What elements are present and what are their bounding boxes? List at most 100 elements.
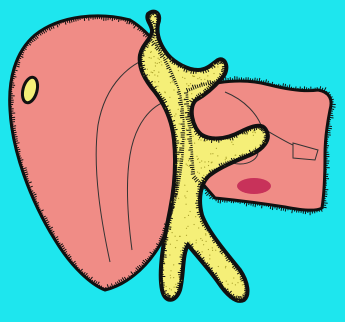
fur-hair [217, 79, 218, 83]
fur-hair [162, 255, 166, 256]
speckle-dot [189, 241, 190, 242]
fur-hair [180, 96, 182, 97]
speckle-dot [199, 162, 200, 163]
speckle-dot [157, 75, 158, 76]
fur-hair [176, 85, 178, 86]
speckle-dot [188, 160, 189, 161]
fur-hair [177, 87, 179, 88]
fur-hair [240, 296, 241, 301]
speckle-dot [159, 62, 160, 63]
speckle-dot [208, 165, 209, 166]
fur-hair [152, 32, 157, 33]
fur-hair [14, 68, 16, 69]
speckle-dot [185, 197, 186, 198]
fur-hair [125, 19, 126, 22]
fur-hair [179, 104, 183, 105]
fur-hair [327, 130, 331, 131]
fur-hair [170, 211, 173, 212]
speckle-dot [207, 75, 208, 76]
speckle-dot [189, 166, 190, 167]
speckle-dot [170, 270, 171, 271]
speckle-dot [178, 109, 179, 110]
speckle-dot [169, 97, 170, 98]
speckle-dot [226, 158, 227, 159]
speckle-dot [188, 215, 189, 216]
fur-hair [171, 203, 174, 204]
speckle-dot [201, 79, 202, 80]
fur-hair [266, 133, 268, 134]
fur-hair [212, 138, 213, 143]
fur-hair [178, 272, 183, 273]
speckle-dot [147, 69, 148, 70]
speckle-dot [243, 133, 244, 134]
fur-hair [112, 17, 113, 21]
speckle-dot [186, 228, 187, 229]
fur-hair [280, 85, 281, 88]
speckle-dot [204, 161, 205, 162]
fur-hair [21, 166, 23, 167]
fur-hair [272, 205, 273, 210]
speckle-dot [149, 75, 150, 76]
speckle-dot [173, 277, 174, 278]
speckle-dot [202, 251, 203, 252]
speckle-dot [186, 235, 187, 236]
fur-hair [166, 231, 169, 232]
speckle-dot [202, 240, 203, 241]
fur-hair [220, 199, 221, 204]
speckle-dot [201, 160, 202, 161]
fur-hair [287, 86, 288, 89]
speckle-dot [169, 288, 170, 289]
speckle-dot [226, 157, 227, 158]
speckle-dot [186, 164, 187, 165]
speckle-dot [170, 277, 171, 278]
speckle-dot [206, 241, 207, 242]
speckle-dot [180, 250, 181, 251]
speckle-dot [175, 247, 176, 248]
speckle-dot [205, 234, 206, 235]
speckle-dot [171, 289, 172, 290]
fur-hair [196, 207, 201, 208]
speckle-dot [185, 139, 186, 140]
fur-hair [327, 128, 332, 129]
speckle-dot [157, 86, 158, 87]
speckle-dot [227, 284, 228, 285]
fur-hair [121, 18, 122, 21]
speckle-dot [237, 282, 238, 283]
speckle-dot [175, 113, 176, 114]
fur-hair [11, 83, 14, 84]
speckle-dot [198, 139, 199, 140]
fur-hair [173, 194, 178, 195]
fur-hair [221, 78, 222, 82]
fur-hair [173, 134, 176, 135]
fur-hair [18, 154, 21, 155]
speckle-dot [178, 198, 179, 199]
speckle-dot [235, 155, 236, 156]
fur-hair [174, 136, 178, 137]
speckle-dot [247, 131, 248, 132]
fur-hair [164, 239, 168, 240]
speckle-dot [188, 85, 189, 86]
fur-hair [252, 127, 253, 130]
fur-hair [264, 137, 268, 138]
fur-hair [326, 135, 331, 136]
speckle-dot [204, 79, 205, 80]
speckle-dot [178, 70, 179, 71]
fur-hair [260, 126, 261, 130]
fur-hair [206, 83, 207, 86]
speckle-dot [226, 281, 227, 282]
speckle-dot [174, 287, 175, 288]
fur-hair [257, 79, 258, 83]
speckle-dot [173, 264, 174, 265]
speckle-dot [205, 233, 206, 234]
fur-hair [171, 123, 173, 124]
speckle-dot [186, 83, 187, 84]
speckle-dot [235, 284, 236, 285]
speckle-dot [255, 132, 256, 133]
speckle-dot [208, 161, 209, 162]
fur-hair [182, 253, 185, 254]
fur-hair [283, 207, 284, 211]
speckle-dot [154, 70, 155, 71]
fur-hair [123, 19, 124, 21]
speckle-dot [231, 142, 232, 143]
